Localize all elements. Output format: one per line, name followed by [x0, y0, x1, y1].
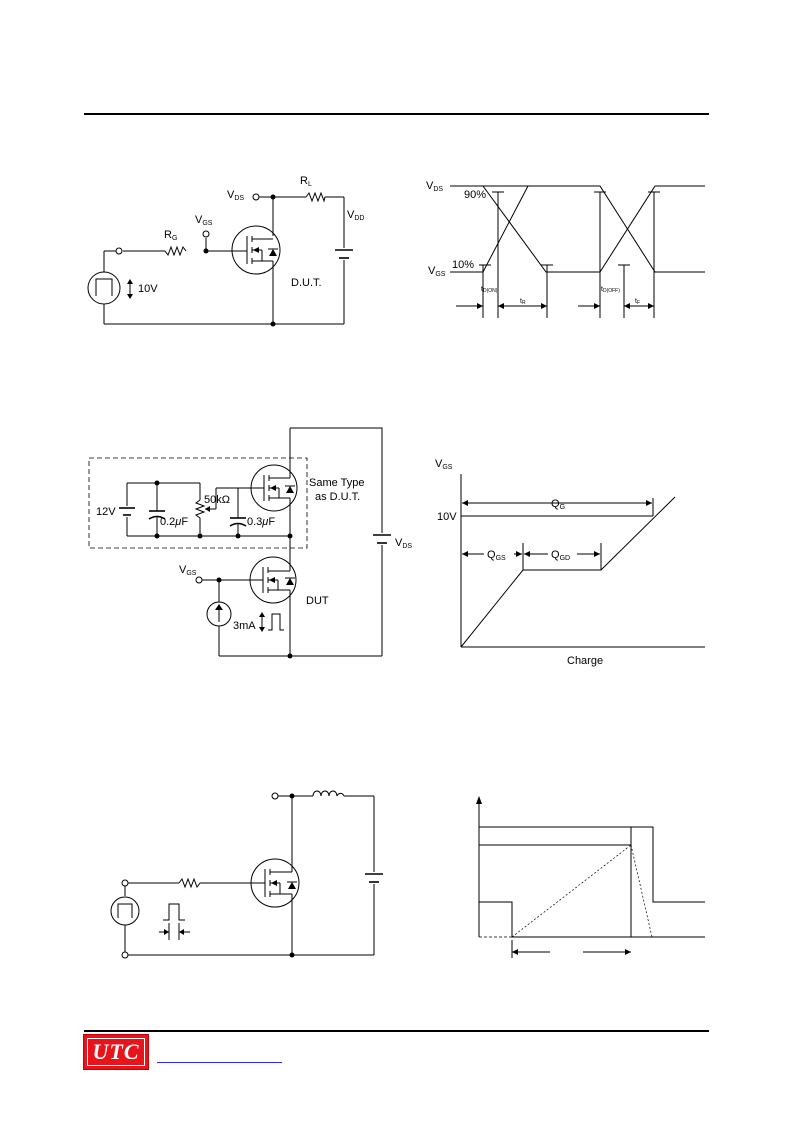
- fig3-vgs-label: VGS: [179, 564, 197, 577]
- switching-waveforms: VDS VGS 90% 10% tD(ON) tR tD(OFF) tF: [426, 180, 705, 318]
- fig2-tdon-label: tD(ON): [481, 286, 498, 294]
- load-resistor: [305, 191, 326, 203]
- fig1-dut-label: D.U.T.: [291, 277, 322, 289]
- fig2-90pct-label: 90%: [464, 189, 486, 201]
- input-terminal: [115, 247, 123, 255]
- gate-charge-curve: [460, 496, 676, 648]
- drain-terminal: [271, 792, 279, 800]
- pulse-generator: [87, 271, 121, 305]
- fig1-rl-label: RL: [300, 175, 312, 188]
- gate-resistor: [164, 245, 187, 257]
- fig3-12v-label: 12V: [96, 506, 116, 518]
- fig4-charge-label: Charge: [567, 655, 603, 667]
- uis-pulse-generator: [110, 896, 140, 926]
- fig3-dut-label: DUT: [306, 595, 329, 607]
- uis-pulse: [163, 903, 185, 921]
- vgs-pulse-waveform: [479, 901, 705, 938]
- unclamped-inductive-circuit: [110, 790, 383, 959]
- fig1-pulse-label: 10V: [138, 283, 158, 295]
- fig2-tdoff-label: tD(OFF): [601, 286, 620, 294]
- vgs-terminal: [202, 230, 210, 238]
- fig4-vgs-label: VGS: [435, 458, 453, 471]
- gate-charge-test-circuit: 12V 0.2μF 50kΩ 0.3μF Same Type as D.U.T.…: [88, 427, 412, 659]
- fig3-current-label: 3mA: [233, 620, 256, 632]
- utc-logo-text: UTC: [87, 1038, 145, 1066]
- fig2-vds-label: VDS: [426, 180, 443, 193]
- reference-fet-box: [88, 457, 308, 549]
- uis-gate-resistor: [178, 877, 201, 889]
- fig3-c2-label: 0.3μF: [247, 516, 275, 528]
- fig1-vds-label: VDS: [227, 189, 244, 202]
- mosfet-symbol: [231, 225, 281, 275]
- vds-waveform: [482, 185, 705, 273]
- fig3-res-label: 50kΩ: [204, 494, 230, 506]
- fig4-qgd-label: QGD: [551, 549, 570, 562]
- fig2-10pct-label: 10%: [452, 259, 474, 271]
- pot-50k: [194, 499, 206, 519]
- website-link-underline[interactable]: [157, 1062, 282, 1063]
- switching-test-circuit: VDS RL VDD VGS RG 10V D.U.T.: [87, 175, 364, 327]
- vds-terminal: [252, 193, 260, 201]
- gate-pulse: [268, 613, 284, 631]
- unclamped-inductive-waveforms: [476, 796, 705, 958]
- utc-logo: UTC: [83, 1034, 149, 1070]
- fig1-vdd-label: VDD: [347, 209, 364, 222]
- dut-mosfet: [249, 556, 297, 604]
- inductor: [312, 790, 345, 797]
- fig4-qg-label: QG: [551, 498, 565, 511]
- fig3-same-type-2: as D.U.T.: [315, 491, 360, 503]
- fig3-same-type-1: Same Type: [309, 477, 364, 489]
- ground-terminal-5: [121, 951, 129, 959]
- fig2-vgs-label: VGS: [428, 265, 446, 278]
- vgs-terminal-3: [195, 576, 203, 584]
- fig1-vgs-label: VGS: [195, 214, 213, 227]
- fig3-vds-label: VDS: [395, 537, 412, 550]
- gate-charge-waveform: VGS 10V QG QGS QGD Charge: [435, 458, 705, 667]
- current-decay: [630, 844, 653, 938]
- input-terminal-5: [121, 879, 129, 887]
- current-ramp: [511, 844, 632, 938]
- fig1-rg-label: RG: [164, 229, 177, 242]
- fig4-10v-label: 10V: [437, 511, 457, 523]
- fig2-tr-label: tR: [520, 298, 526, 306]
- breakdown-waveform: [479, 826, 705, 903]
- fig2-tf-label: tF: [635, 298, 640, 306]
- fig4-qgs-label: QGS: [487, 549, 506, 562]
- current-source: [206, 601, 232, 627]
- fig3-c1-label: 0.2μF: [160, 516, 188, 528]
- vgs-waveform: [450, 185, 705, 273]
